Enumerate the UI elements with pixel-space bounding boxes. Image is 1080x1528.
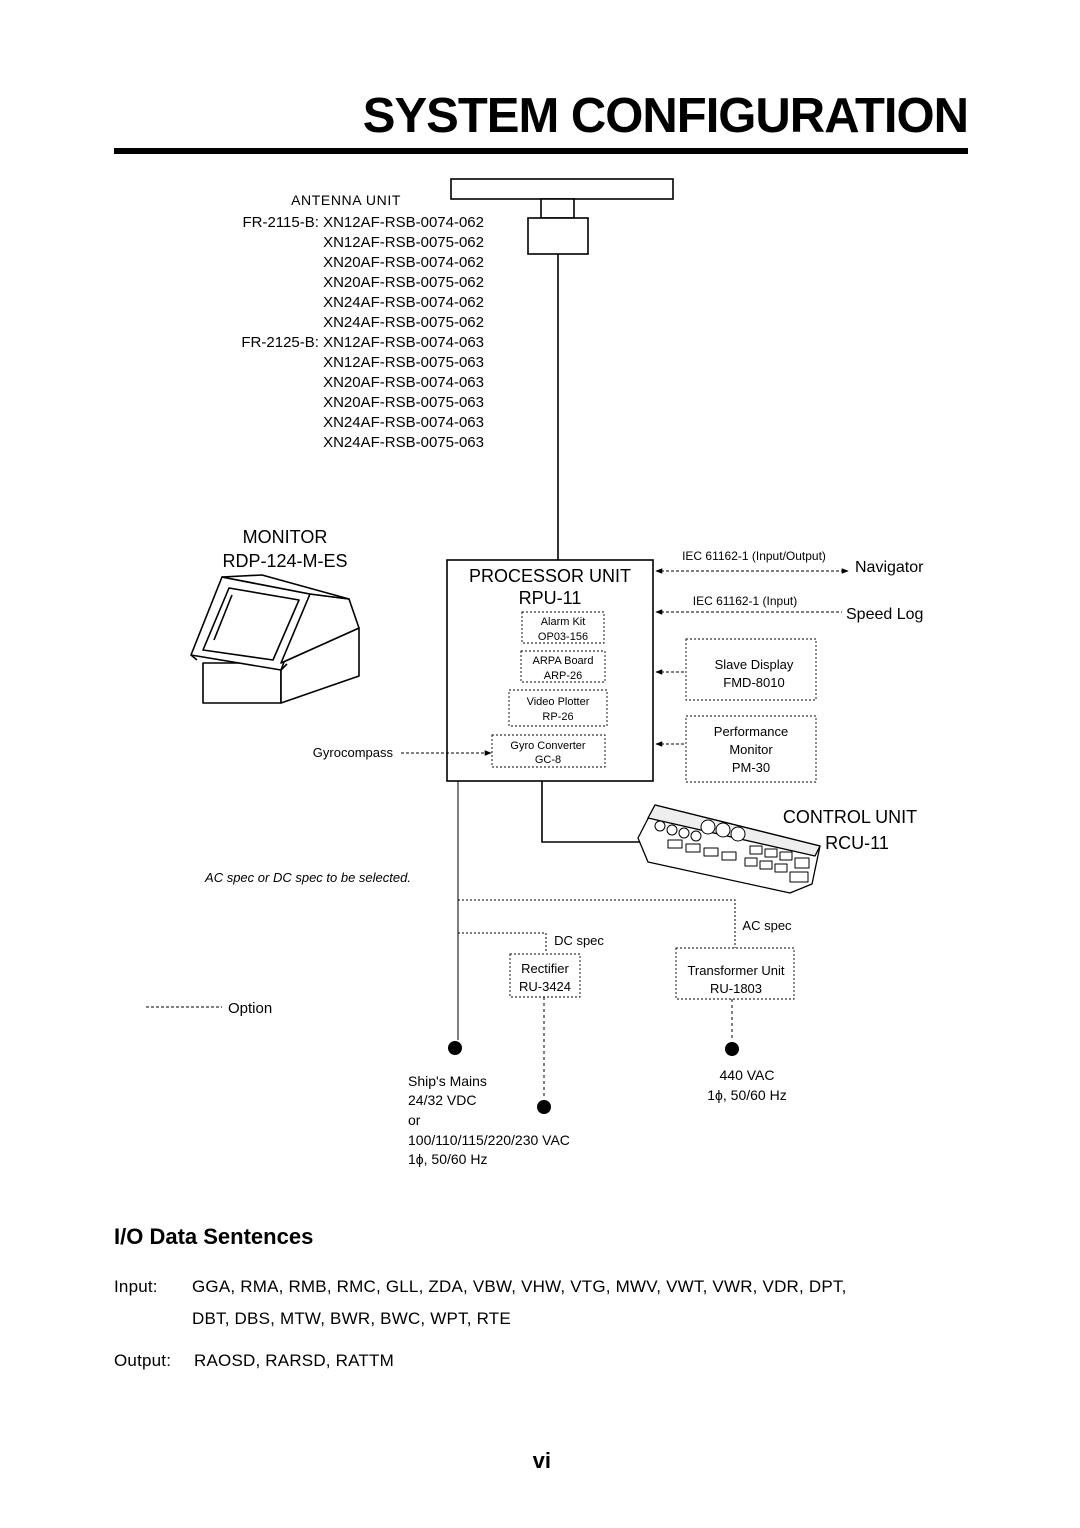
ac-supply-phase: 1ϕ, 50/60 Hz (707, 1087, 786, 1103)
ships-mains-line-text: or (408, 1112, 421, 1128)
ships-mains-spec: Ship's Mains 24/32 VDC or 100/110/115/22… (408, 1073, 570, 1167)
gyro-converter-box (491, 734, 606, 768)
antenna-model: XN12AF-RSB-0075-062 (323, 234, 484, 251)
io-output-sentences: RAOSD, RARSD, RATTM (194, 1351, 394, 1370)
page-number: vi (532, 1448, 551, 1473)
antenna-model: XN20AF-RSB-0074-062 (323, 254, 484, 271)
io-input-sentences-line2: DBT, DBS, MTW, BWR, BWC, WPT, RTE (192, 1309, 511, 1328)
arpa-board-model: ARP-26 (544, 670, 583, 682)
video-plotter-model: RP-26 (542, 711, 573, 723)
ships-mains-line-text: Ship's Mains (408, 1073, 487, 1089)
ships-mains-line-text: 1ϕ, 50/60 Hz (408, 1151, 487, 1167)
alarm-kit-box (521, 611, 605, 644)
performance-monitor-name-line2: Monitor (729, 742, 773, 757)
slave-display-box (685, 638, 817, 701)
speedlog-protocol: IEC 61162-1 (Input) (693, 594, 798, 608)
antenna-model: XN24AF-RSB-0074-062 (323, 294, 484, 311)
transformer-unit-name: Transformer Unit (687, 963, 784, 978)
navigator-protocol: IEC 61162-1 (Input/Output) (682, 549, 826, 563)
dc-supply-terminal (537, 1100, 551, 1114)
alarm-kit-model: OP03-156 (538, 631, 588, 643)
antenna-model: FR-2115-B: XN12AF-RSB-0074-062 (243, 214, 485, 231)
io-input-sentences-line1: GGA, RMA, RMB, RMC, GLL, ZDA, VBW, VHW, … (192, 1277, 847, 1296)
io-heading: I/O Data Sentences (114, 1224, 314, 1249)
slave-display-name: Slave Display (715, 657, 794, 672)
antenna-model: XN20AF-RSB-0075-063 (323, 394, 484, 411)
antenna-model: XN20AF-RSB-0075-062 (323, 274, 484, 291)
rectifier-model: RU-3424 (519, 979, 571, 994)
processor-unit-model: RPU-11 (519, 588, 582, 608)
control-unit-model: RCU-11 (825, 833, 889, 853)
gyro-converter-name: Gyro Converter (510, 740, 586, 752)
monitor-drawing (190, 574, 360, 704)
control-unit-drawing (637, 804, 821, 894)
monitor-model: RDP-124-M-ES (222, 551, 347, 571)
ships-mains-line-text: 24/32 VDC (408, 1092, 476, 1108)
antenna-model: XN12AF-RSB-0075-063 (323, 354, 484, 371)
antenna-pedestal-neck (540, 198, 575, 219)
io-input-label: Input: (114, 1277, 158, 1296)
antenna-model: XN24AF-RSB-0075-063 (323, 434, 484, 451)
arpa-board-name: ARPA Board (533, 655, 594, 667)
dc-spec-label: DC spec (554, 933, 604, 948)
transformer-unit-box (675, 947, 795, 1000)
navigator-label: Navigator (855, 559, 924, 576)
ships-mains-terminal (448, 1041, 462, 1055)
antenna-model: XN24AF-RSB-0075-062 (323, 314, 484, 331)
processor-unit-label: PROCESSOR UNIT (469, 566, 631, 586)
performance-monitor-box (685, 715, 817, 783)
antenna-gearbox (527, 217, 589, 255)
ac-spec-label: AC spec (742, 918, 792, 933)
power-selection-note: AC spec or DC spec to be selected. (204, 870, 411, 885)
title-rule (114, 148, 968, 154)
monitor-label: MONITOR (243, 527, 328, 547)
ac-spec-line (458, 899, 736, 948)
alarm-kit-name: Alarm Kit (541, 616, 586, 628)
ac-supply-voltage: 440 VAC (720, 1067, 775, 1083)
transformer-unit-model: RU-1803 (710, 981, 762, 996)
performance-monitor-name-line1: Performance (714, 724, 788, 739)
io-output-label: Output: (114, 1351, 172, 1370)
antenna-unit-label: ANTENNA UNIT (291, 192, 401, 208)
system-configuration-diagram: ANTENNA UNIT FR-2115-B: XN12AF-RSB-0074-… (146, 178, 924, 1167)
antenna-radiator (450, 178, 674, 200)
arpa-board-box (520, 650, 606, 683)
ac-supply-terminal (725, 1042, 739, 1056)
rectifier-name: Rectifier (521, 961, 569, 976)
antenna-model-list: FR-2115-B: XN12AF-RSB-0074-062 XN12AF-RS… (241, 214, 484, 451)
slave-display-model: FMD-8010 (723, 675, 784, 690)
ac-supply-spec: 440 VAC 1ϕ, 50/60 Hz (707, 1067, 786, 1103)
option-legend-label: Option (228, 1000, 272, 1017)
control-unit-label: CONTROL UNIT (783, 807, 917, 827)
performance-monitor-model: PM-30 (732, 760, 770, 775)
processor-options: Alarm Kit OP03-156 ARPA Board ARP-26 Vid… (491, 611, 608, 768)
antenna-model: XN20AF-RSB-0074-063 (323, 374, 484, 391)
antenna-model: XN24AF-RSB-0074-063 (323, 414, 484, 431)
rectifier-box (509, 953, 581, 998)
ships-mains-line-text: 100/110/115/220/230 VAC (408, 1132, 570, 1148)
video-plotter-box (508, 689, 608, 727)
speedlog-label: Speed Log (846, 606, 923, 623)
page-title: SYSTEM CONFIGURATION (362, 89, 969, 143)
antenna-model: FR-2125-B: XN12AF-RSB-0074-063 (241, 334, 484, 351)
control-unit-cable (541, 781, 640, 843)
dc-spec-line (458, 932, 547, 953)
processor-unit-box (446, 559, 654, 782)
gyro-converter-model: GC-8 (535, 754, 561, 766)
video-plotter-name: Video Plotter (527, 696, 590, 708)
gyrocompass-label: Gyrocompass (313, 745, 394, 760)
antenna-unit-drawing (450, 178, 674, 255)
